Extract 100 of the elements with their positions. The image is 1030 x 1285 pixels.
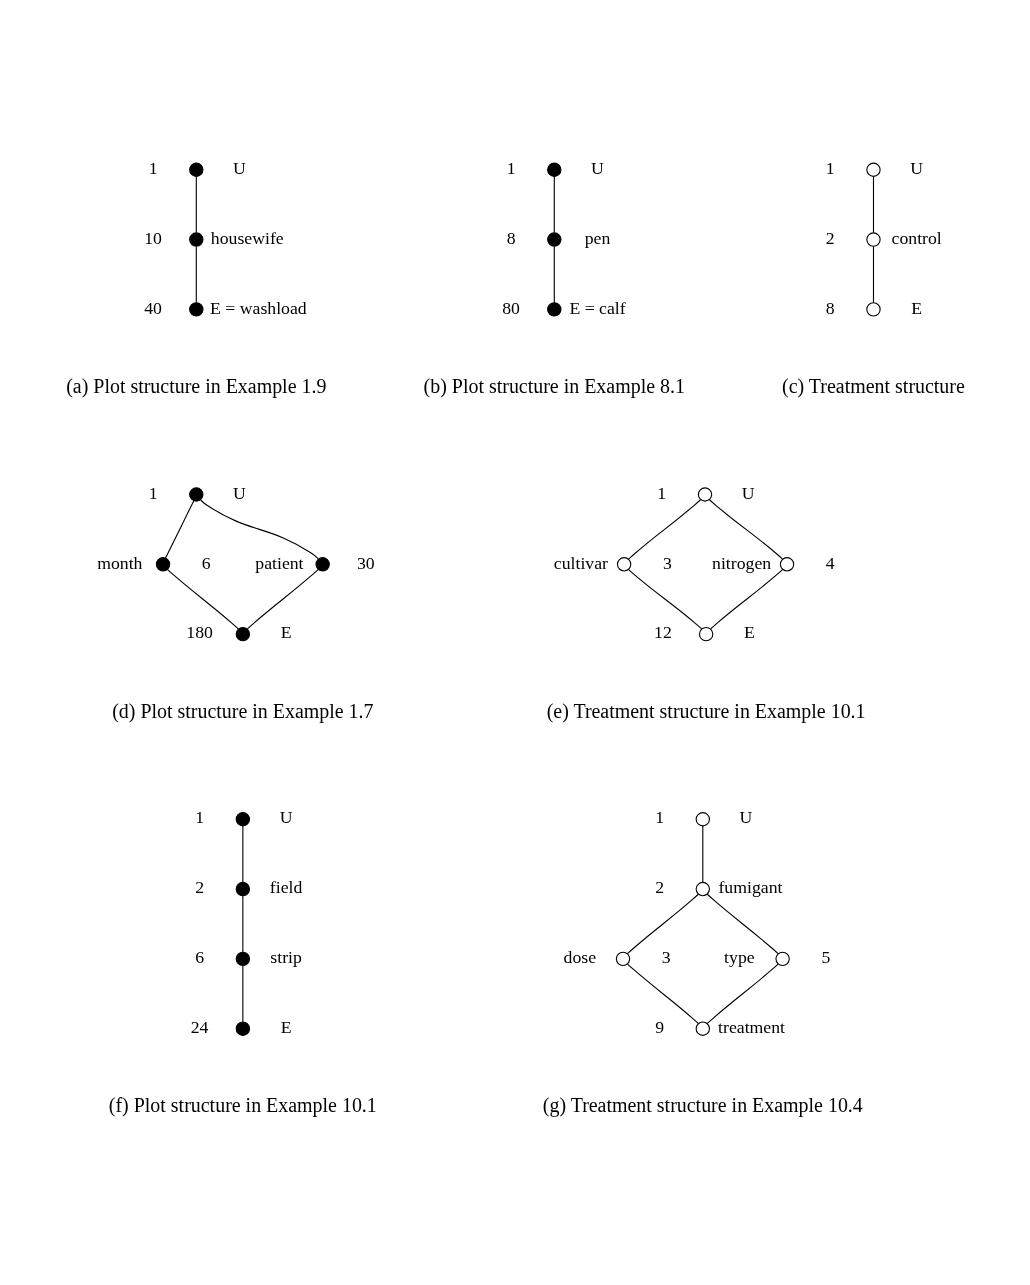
node-circle: [546, 231, 561, 247]
connector: [553, 175, 555, 233]
node-label: 6: [194, 946, 204, 967]
node-label: treatment: [717, 1016, 785, 1037]
connector: [627, 568, 702, 629]
node-label: dose: [563, 946, 596, 967]
node-label: 1: [194, 806, 204, 827]
node-label: E: [280, 621, 291, 642]
node-label: 1: [148, 482, 158, 503]
node-label: housewife: [210, 227, 284, 248]
node-label: U: [909, 157, 923, 178]
node-circle: [546, 301, 561, 317]
connector: [164, 499, 194, 559]
node-label: U: [741, 482, 755, 503]
node-label: U: [590, 157, 604, 178]
node-circle: [235, 626, 250, 641]
node-label: 3: [662, 552, 672, 573]
connector: [709, 568, 783, 629]
node-circle: [695, 1021, 710, 1036]
node-label: E: [280, 1016, 291, 1037]
node-circle: [188, 301, 203, 317]
node-circle: [865, 162, 881, 177]
connector: [553, 245, 555, 303]
node-label: 2: [654, 876, 664, 897]
node-label: E = calf: [568, 297, 626, 318]
connector: [626, 963, 699, 1024]
label: (d) Plot structure in Example 1.7: [111, 699, 374, 722]
node-label: 5: [820, 946, 830, 967]
node-circle: [314, 556, 330, 571]
node-label: nitrogen: [711, 552, 771, 573]
connector: [195, 175, 197, 233]
node-label: 1: [825, 157, 835, 178]
node-label: 80: [501, 297, 520, 318]
node-circle: [695, 811, 710, 826]
node-label: E: [910, 297, 922, 318]
connector: [195, 245, 197, 303]
node-label: fumigant: [717, 876, 782, 897]
node-label: U: [279, 806, 292, 827]
connector: [706, 893, 779, 954]
node-label: 1: [656, 482, 666, 503]
node-label: 1: [506, 157, 515, 178]
node-label: 4: [825, 552, 835, 573]
node-label: 2: [194, 876, 204, 897]
node-circle: [235, 811, 250, 826]
node-label: 30: [356, 552, 375, 573]
connector: [872, 175, 874, 233]
node-label: 180: [185, 621, 213, 642]
node-label: 10: [143, 227, 162, 248]
node-circle: [235, 1021, 250, 1036]
label: (c) Treatment structure: [781, 374, 965, 397]
node-label: pen: [584, 227, 610, 248]
node-circle: [697, 486, 712, 502]
node-label: 2: [825, 227, 835, 248]
node-label: 9: [654, 1016, 664, 1037]
label: (a) Plot structure in Example 1.9: [65, 374, 326, 397]
node-circle: [779, 556, 794, 571]
node-circle: [188, 162, 203, 177]
connector: [627, 498, 701, 560]
node-circle: [155, 556, 170, 571]
node-label: cultivar: [553, 552, 608, 573]
node-label: 1: [654, 806, 664, 827]
node-label: strip: [269, 946, 302, 967]
connector: [199, 498, 319, 559]
connector: [701, 825, 703, 883]
node-label: U: [232, 157, 246, 178]
connector: [166, 568, 239, 629]
label: (g) Treatment structure in Example 10.4: [542, 1093, 863, 1116]
node-label: E = washload: [209, 297, 307, 318]
node-label: 8: [506, 227, 515, 248]
node-circle: [235, 951, 250, 966]
node-label: 24: [190, 1016, 208, 1037]
connector: [626, 893, 699, 954]
node-circle: [188, 231, 203, 247]
node-circle: [188, 486, 203, 502]
node-label: 40: [143, 297, 162, 318]
connector: [708, 498, 783, 560]
connector: [241, 894, 243, 953]
node-label: 8: [825, 297, 835, 318]
node-label: U: [739, 806, 752, 827]
node-circle: [698, 626, 713, 641]
node-circle: [616, 556, 631, 571]
node-label: 3: [661, 946, 671, 967]
node-circle: [546, 162, 561, 177]
node-label: control: [891, 227, 942, 248]
connector: [246, 568, 319, 629]
node-label: 6: [201, 552, 211, 573]
node-circle: [865, 301, 881, 317]
node-label: 12: [653, 621, 672, 642]
node-label: patient: [254, 552, 304, 573]
node-label: U: [232, 482, 246, 503]
label: (b) Plot structure in Example 8.1: [423, 374, 685, 397]
connector: [706, 963, 779, 1024]
connector: [872, 245, 874, 303]
node-circle: [235, 881, 250, 896]
connector: [241, 825, 243, 883]
node-circle: [695, 881, 710, 896]
node-circle: [865, 231, 881, 247]
label: (e) Treatment structure in Example 10.1: [546, 699, 866, 722]
node-label: field: [269, 876, 302, 897]
node-label: type: [723, 946, 755, 967]
